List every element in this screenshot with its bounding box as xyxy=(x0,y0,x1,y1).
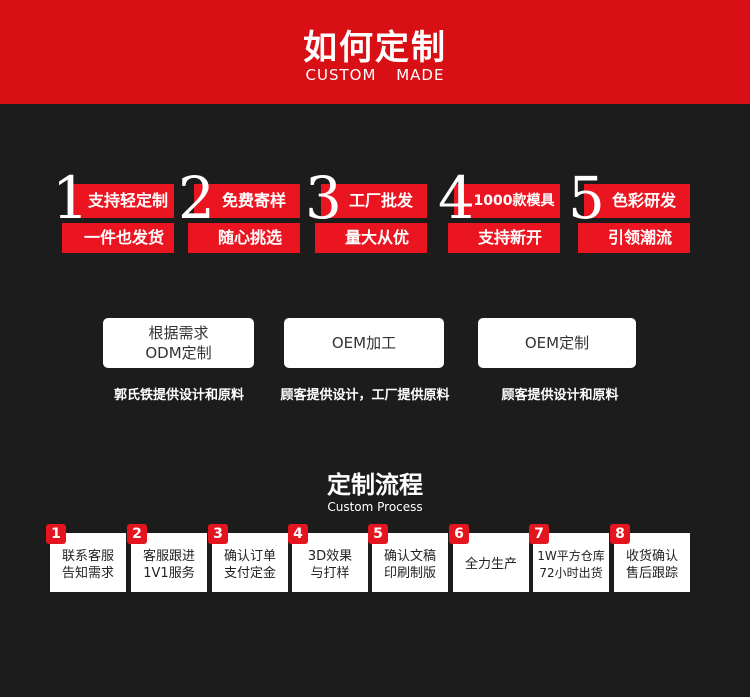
feature-number: 4 xyxy=(438,164,475,232)
step-label: 确认订单 支付定金 xyxy=(223,548,276,581)
service-oem-processing-button[interactable]: OEM加工 xyxy=(284,318,444,368)
step-label: 客服跟进 1V1服务 xyxy=(142,548,195,581)
feature-card: 色彩研发 引领潮流 5 xyxy=(568,169,690,257)
step-number-badge: 3 xyxy=(208,524,228,544)
feature-bottom-label: 一件也发货 xyxy=(62,223,174,253)
step-number-badge: 5 xyxy=(368,524,388,544)
feature-top-label: 色彩研发 xyxy=(584,184,690,218)
step-number-badge: 6 xyxy=(449,524,469,544)
feature-top-label: 1000款模具 xyxy=(454,184,560,218)
page-subtitle: CUSTOM MADE xyxy=(305,66,445,84)
feature-top-label: 免费寄样 xyxy=(194,184,300,218)
feature-number: 5 xyxy=(568,164,605,232)
service-caption: 顾客提供设计，工厂提供原料 xyxy=(280,388,450,403)
process-step: 4 3D效果 与打样 xyxy=(288,524,368,592)
step-label: 3D效果 与打样 xyxy=(307,548,353,581)
process-step: 1 联系客服 告知需求 xyxy=(46,524,126,592)
feature-number: 2 xyxy=(178,164,215,232)
feature-top-label: 工厂批发 xyxy=(321,184,427,218)
step-label: 全力生产 xyxy=(464,557,517,572)
feature-card: 工厂批发 量大从优 3 xyxy=(305,169,427,257)
process-step: 8 收货确认 售后跟踪 xyxy=(610,524,690,592)
service-caption: 顾客提供设计和原料 xyxy=(501,388,619,403)
service-caption: 郭氏铁提供设计和原料 xyxy=(113,388,244,403)
step-number-badge: 1 xyxy=(46,524,66,544)
header-banner: 如何定制 CUSTOM MADE xyxy=(0,0,750,104)
process-step: 6 全力生产 xyxy=(449,524,529,592)
step-number-badge: 4 xyxy=(288,524,308,544)
step-number-badge: 7 xyxy=(529,524,549,544)
step-label: 1W平方仓库 72小时出货 xyxy=(537,548,605,580)
feature-number: 1 xyxy=(52,164,89,232)
process-step: 2 客服跟进 1V1服务 xyxy=(127,524,207,592)
feature-card: 免费寄样 随心挑选 2 xyxy=(178,169,300,257)
feature-top-label: 支持轻定制 xyxy=(68,184,174,218)
feature-card: 1000款模具 支持新开 4 xyxy=(438,169,560,257)
feature-card: 支持轻定制 一件也发货 1 xyxy=(52,169,174,257)
feature-bottom-label: 量大从优 xyxy=(315,223,427,253)
feature-bottom-label: 随心挑选 xyxy=(188,223,300,253)
feature-bottom-label: 引领潮流 xyxy=(578,223,690,253)
process-step: 3 确认订单 支付定金 xyxy=(208,524,288,592)
service-oem-custom-button[interactable]: OEM定制 xyxy=(478,318,636,368)
process-step: 7 1W平方仓库 72小时出货 xyxy=(529,524,609,592)
process-step: 5 确认文稿 印刷制版 xyxy=(368,524,448,592)
page-title: 如何定制 xyxy=(303,28,447,68)
feature-number: 3 xyxy=(305,164,342,232)
service-odm-button[interactable]: 根据需求 ODM定制 xyxy=(103,318,254,368)
feature-bottom-label: 支持新开 xyxy=(448,223,560,253)
process-subtitle: Custom Process xyxy=(327,500,423,514)
step-label: 确认文稿 印刷制版 xyxy=(383,548,436,581)
step-label: 联系客服 告知需求 xyxy=(61,548,114,581)
step-number-badge: 2 xyxy=(127,524,147,544)
step-number-badge: 8 xyxy=(610,524,630,544)
process-title: 定制流程 xyxy=(327,471,423,499)
step-label: 收货确认 售后跟踪 xyxy=(625,548,678,581)
